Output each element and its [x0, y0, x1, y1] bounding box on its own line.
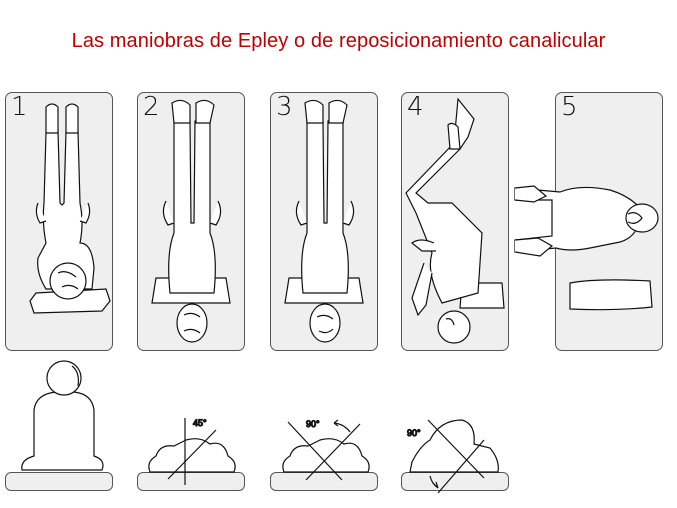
angle-label-90-step3: 90°	[306, 419, 320, 429]
step-2-number: 2	[143, 92, 160, 122]
page-title: Las maniobras de Epley o de reposicionam…	[71, 30, 606, 52]
supine-figure-icon	[29, 103, 111, 314]
step-4-number: 4	[407, 92, 424, 122]
angle-label-45: 45°	[193, 418, 207, 428]
step-5-number: 5	[561, 92, 578, 122]
supine-head-hanging-figure-icon	[151, 99, 231, 343]
side-lying-figure-icon	[405, 97, 505, 344]
step-4-panel: 4	[401, 92, 509, 351]
sitting-up-figure-icon	[569, 279, 653, 311]
step-3-number: 3	[276, 92, 293, 122]
head-rotation-90-figure-icon: 90°	[282, 418, 370, 481]
step-3-panel: 3	[270, 92, 378, 351]
step-1-mattress	[5, 472, 113, 491]
step-2-panel: 2	[137, 92, 245, 351]
angle-label-90-step4: 90°	[407, 428, 421, 438]
step-1-panel: 1	[5, 92, 113, 351]
seated-back-figure-icon	[21, 360, 104, 471]
step-1-number: 1	[11, 92, 28, 122]
head-rotation-45-figure-icon: 45°	[148, 417, 236, 485]
supine-head-turned-figure-icon	[284, 99, 364, 343]
body-rotation-90-figure-icon: 90°	[406, 419, 499, 494]
